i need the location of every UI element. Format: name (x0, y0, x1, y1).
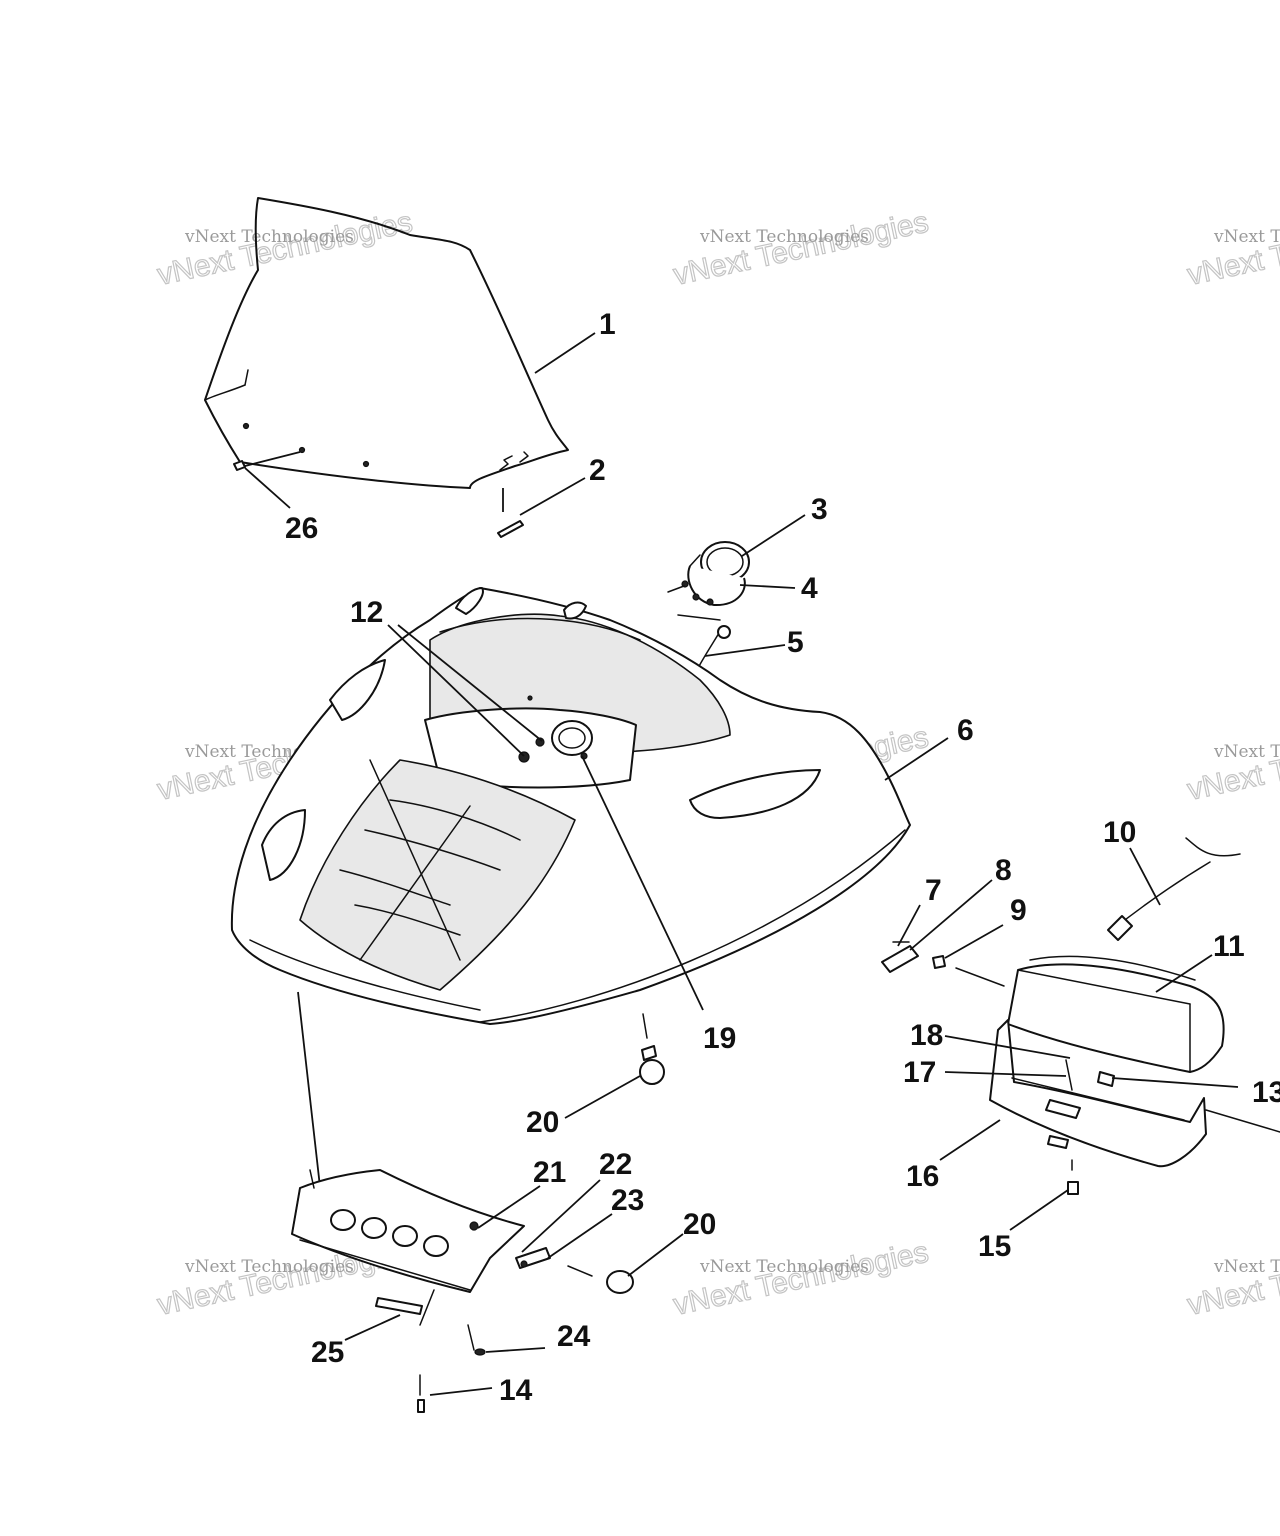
callout-9: 9 (1010, 894, 1027, 927)
front-bracket (291, 991, 634, 1413)
callout-8: 8 (995, 854, 1012, 887)
callout-17: 17 (903, 1056, 936, 1089)
watermark-text: vNext Technologies (699, 227, 869, 247)
callout-16: 16 (906, 1160, 939, 1193)
screw-26 (233, 451, 301, 471)
callout-19: 19 (703, 1022, 736, 1055)
windshield (204, 197, 569, 489)
watermark-bottom-right: vNext Technologies (1184, 1235, 1280, 1322)
watermark-text: vNext Technologies (671, 206, 932, 292)
watermark-bottom-mid: vNext Technologies (670, 1235, 932, 1322)
callout-labels: 1 2 3 4 5 6 7 8 9 10 11 12 13 14 15 16 1… (285, 308, 1280, 1407)
watermark-top-left: vNext Technologies (154, 205, 416, 292)
callout-10: 10 (1103, 816, 1136, 849)
callout-7: 7 (925, 874, 942, 907)
callout-25: 25 (311, 1336, 344, 1369)
callout-20-upper: 20 (526, 1106, 559, 1139)
leader-lines (244, 332, 1239, 1396)
watermark-text: vNext Technologies (1185, 1236, 1280, 1322)
watermark-top-right: vNext Technologies (1184, 205, 1280, 292)
callout-2: 2 (589, 454, 606, 487)
callout-20-lower: 20 (683, 1208, 716, 1241)
callout-5: 5 (787, 626, 804, 659)
callout-12: 12 (350, 596, 383, 629)
callout-13: 13 (1252, 1076, 1280, 1109)
watermark-top-mid: vNext Technologies (670, 205, 932, 292)
watermark-mid-right: vNext Technologies (1184, 720, 1280, 807)
watermark-text: vNext Technologies (671, 1236, 932, 1322)
callout-6: 6 (957, 714, 974, 747)
callout-26: 26 (285, 512, 318, 545)
watermark-text: vNext Technologies (184, 227, 354, 247)
callout-11: 11 (1213, 930, 1245, 963)
callout-1: 1 (599, 308, 616, 341)
callout-22: 22 (599, 1148, 632, 1181)
watermark-text: vNext Technologies (184, 1257, 354, 1277)
gauge-assembly (667, 541, 750, 669)
callout-3: 3 (811, 493, 828, 526)
watermark-text: vNext Technologies (1185, 721, 1280, 807)
callout-23: 23 (611, 1184, 644, 1217)
callout-18: 18 (910, 1019, 943, 1052)
headlight-assembly (881, 837, 1280, 1195)
hood (230, 587, 911, 1025)
callout-14: 14 (499, 1374, 533, 1407)
watermark-text: vNext Technologies (155, 206, 416, 292)
watermark-text: vNext Technologies (699, 1257, 869, 1277)
watermark-text: vNext Technologies (1185, 206, 1280, 292)
watermark-text: vNext Technologies (1213, 227, 1280, 247)
callout-21: 21 (533, 1156, 566, 1189)
pin-2 (497, 488, 524, 538)
watermark-text: vNext Technologies (1213, 1257, 1280, 1277)
knob-20 (639, 1013, 665, 1085)
callout-4: 4 (801, 572, 818, 605)
watermark-text: vNext Technologies (1213, 742, 1280, 762)
callout-24: 24 (557, 1320, 591, 1353)
callout-15: 15 (978, 1230, 1011, 1263)
